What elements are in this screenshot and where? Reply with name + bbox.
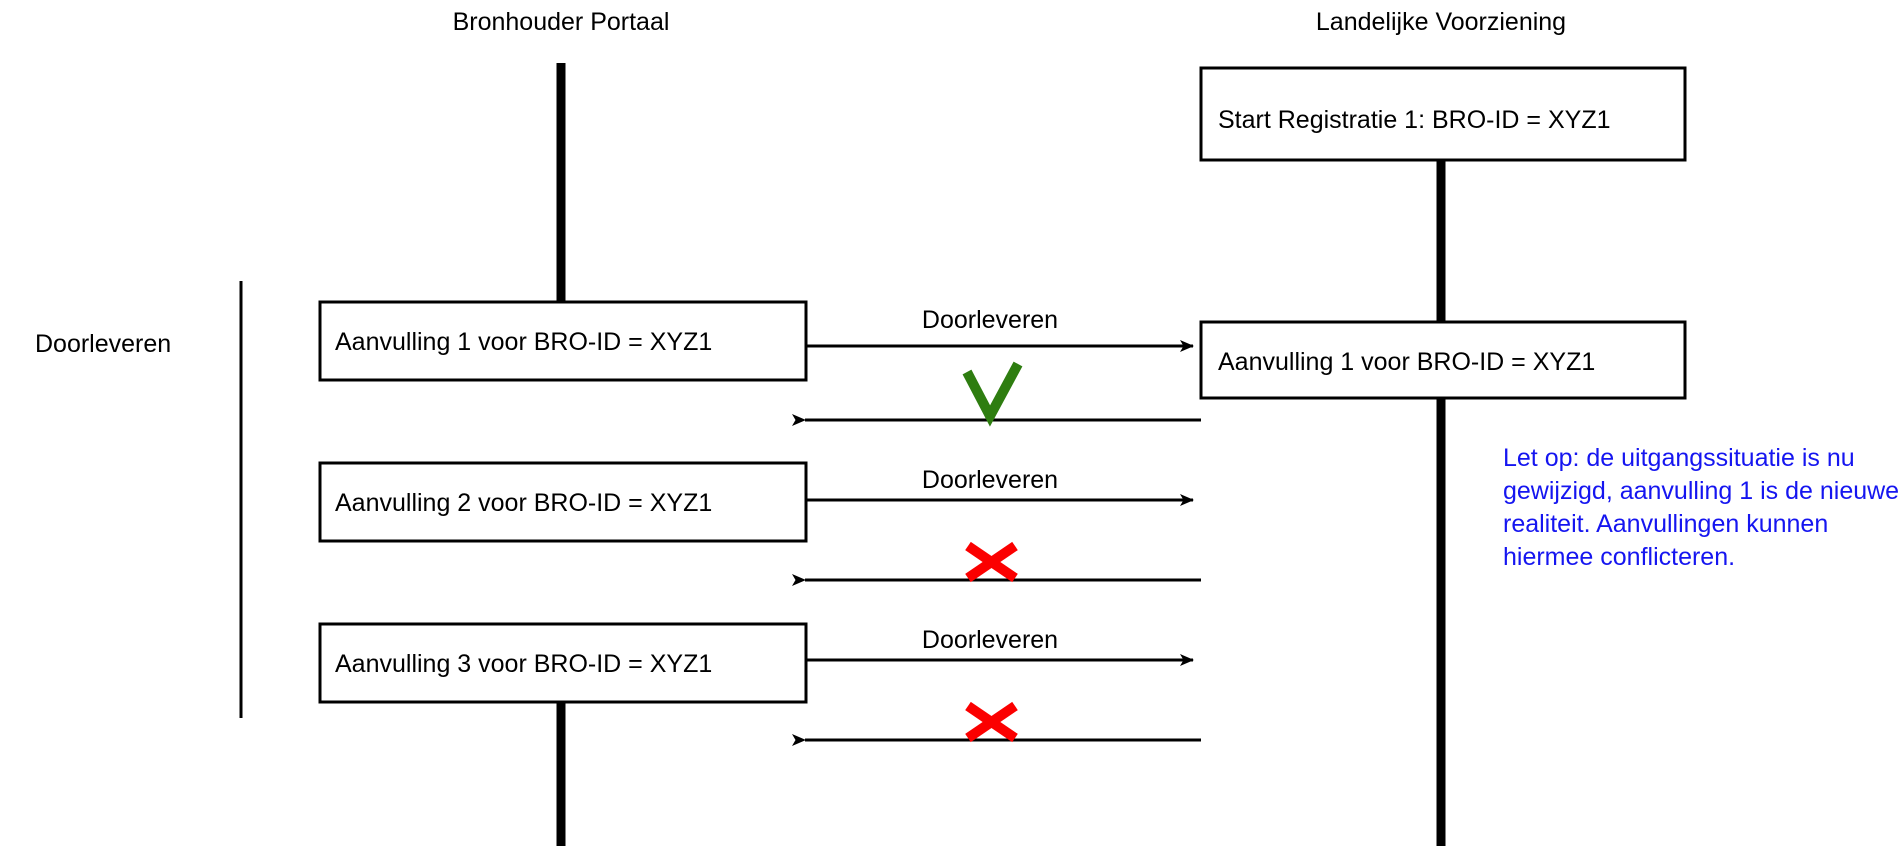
- message-box-lv-aanvulling-1: Aanvulling 1 voor BRO-ID = XYZ1: [1199, 320, 1687, 400]
- message-box-start-registratie-label: Start Registratie 1: BRO-ID = XYZ1: [1218, 106, 1611, 134]
- message-arrow-doorleveren-3-label: Doorleveren: [922, 626, 1058, 654]
- message-box-bp-aanvulling-3: Aanvulling 3 voor BRO-ID = XYZ1: [318, 622, 808, 704]
- note-line-4: hiermee conflicteren.: [1503, 543, 1735, 571]
- note-line-3: realiteit. Aanvullingen kunnen: [1503, 510, 1828, 538]
- message-box-bp-aanvulling-2: Aanvulling 2 voor BRO-ID = XYZ1: [318, 461, 808, 543]
- cross-mark-icon-3: [965, 701, 1018, 743]
- group-label-doorleveren: Doorleveren: [35, 330, 171, 358]
- message-box-bp-aanvulling-3-label: Aanvulling 3 voor BRO-ID = XYZ1: [335, 650, 712, 678]
- message-box-bp-aanvulling-1: Aanvulling 1 voor BRO-ID = XYZ1: [318, 300, 808, 382]
- message-arrow-doorleveren-2-label: Doorleveren: [922, 466, 1058, 494]
- lifeline-header-landelijke-voorziening: Landelijke Voorziening: [1316, 8, 1566, 36]
- message-box-bp-aanvulling-2-label: Aanvulling 2 voor BRO-ID = XYZ1: [335, 489, 712, 517]
- note-line-1: Let op: de uitgangssituatie is nu: [1503, 444, 1855, 472]
- message-box-start-registratie: Start Registratie 1: BRO-ID = XYZ1: [1199, 66, 1687, 162]
- message-box-bp-aanvulling-1-label: Aanvulling 1 voor BRO-ID = XYZ1: [335, 328, 712, 356]
- check-mark-icon: [962, 361, 1023, 427]
- lifeline-header-bronhouder-portaal: Bronhouder Portaal: [453, 8, 670, 36]
- note-line-2: gewijzigd, aanvulling 1 is de nieuwe: [1503, 477, 1899, 505]
- message-box-lv-aanvulling-1-label: Aanvulling 1 voor BRO-ID = XYZ1: [1218, 348, 1595, 376]
- message-arrow-doorleveren-1-label: Doorleveren: [922, 306, 1058, 334]
- note-uitgangssituatie: Let op: de uitgangssituatie is nu gewijz…: [1503, 444, 1899, 571]
- cross-mark-icon-2: [965, 541, 1018, 583]
